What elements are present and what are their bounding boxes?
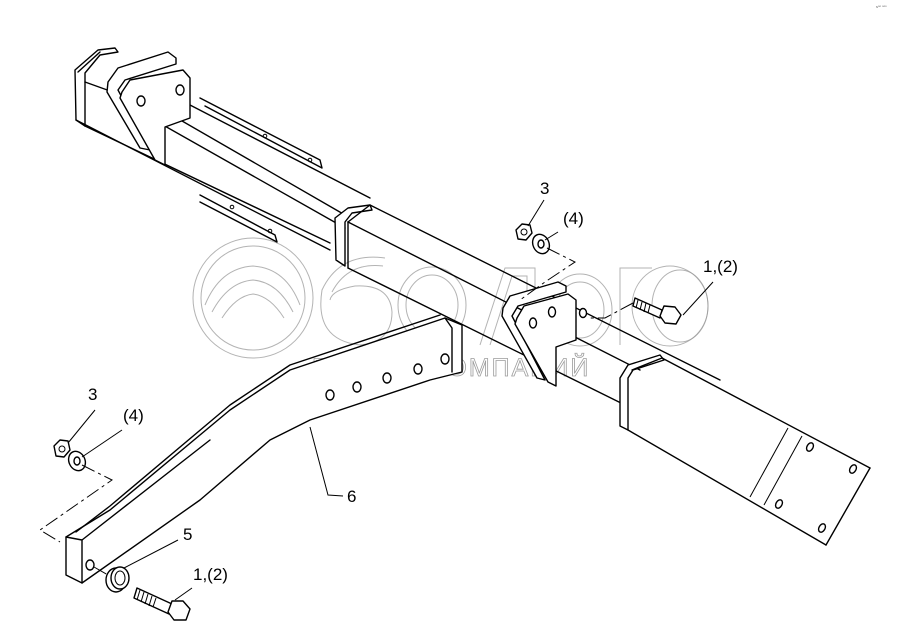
arm-hole (413, 363, 423, 375)
callout-washer-lower: (4) (123, 406, 144, 425)
rear-bracket-back (106, 51, 177, 151)
callout-bolt-upper: 1,(2) (703, 257, 738, 276)
bolt-lower (133, 587, 191, 621)
beam-joint-collar (334, 204, 373, 267)
front-bracket-pair (501, 281, 588, 387)
bushing (105, 566, 130, 593)
front-bracket-front (514, 293, 577, 387)
bracket-hole (578, 307, 588, 319)
arm-body (65, 317, 463, 584)
callout-nut-lower: 3 (88, 385, 97, 404)
arm-hole (440, 353, 450, 365)
callout-labels: 3 (4) 1,(2) 3 (4) 5 1,(2) 6 (88, 179, 738, 584)
corner-mark: sᵒᵒ ᵒᵒᵒ (876, 4, 887, 9)
watermark-emblem (192, 237, 314, 359)
arm-hole (382, 372, 392, 384)
upper-fasteners (515, 223, 682, 325)
arm-part-6 (65, 314, 463, 584)
bracket-hole (136, 95, 146, 107)
mount-hole (848, 464, 858, 474)
callout-bushing: 5 (183, 525, 192, 544)
rear-bracket-front (119, 69, 191, 166)
arm-hole (352, 381, 362, 393)
lower-fasteners (39, 439, 191, 621)
callout-nut-upper: 3 (540, 179, 549, 198)
callout-arm: 6 (347, 487, 356, 506)
nut-lower (53, 439, 71, 458)
mount-hole (774, 499, 784, 509)
callout-washer-upper: (4) (563, 209, 584, 228)
bracket-hole (547, 306, 557, 318)
main-beam (74, 47, 871, 546)
arm-end-hole (85, 559, 95, 571)
bracket-hole (528, 317, 538, 329)
bolt-upper (632, 297, 682, 325)
rear-bracket-pair (106, 51, 191, 166)
mount-hole (805, 442, 815, 452)
mount-hole (817, 523, 827, 533)
callout-bolt-lower: 1,(2) (193, 565, 228, 584)
front-bracket-back (501, 281, 567, 381)
arm-hole (325, 389, 335, 401)
leader-lines (67, 199, 714, 601)
bracket-hole (175, 84, 185, 96)
nut-upper (515, 223, 533, 241)
